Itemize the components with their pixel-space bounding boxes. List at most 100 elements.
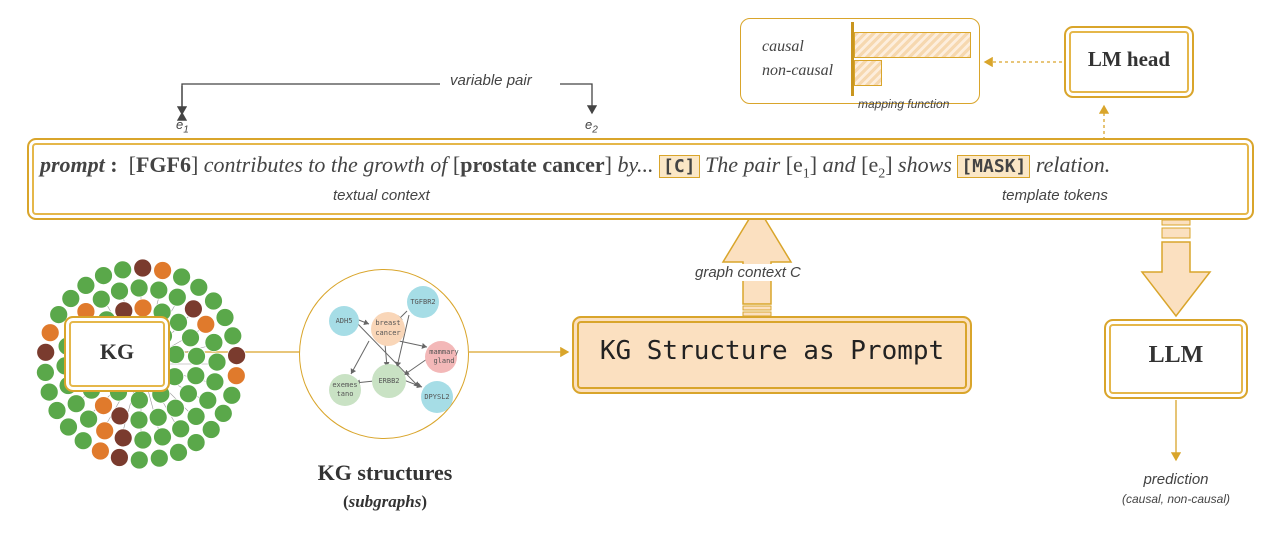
kg-node [186,366,206,386]
kg-node [178,384,198,404]
kg-node [169,442,188,462]
kg-node [205,372,225,392]
node-label-exemes: exemes [332,381,357,389]
non-causal-bar [854,60,882,86]
prediction-label: prediction [1143,471,1209,488]
kg-structure-prompt-box [572,316,972,394]
graph-context-label: graph context C [693,264,803,281]
kg-node [171,419,191,439]
kg-node [59,417,78,437]
kg-node [73,431,93,451]
kg-node [66,394,86,414]
node-exemestane [329,374,361,406]
node-dpysl2 [421,381,453,413]
node-mammary-gland [425,341,457,373]
lm-head-box [1064,26,1194,98]
kg-node [183,299,203,319]
node-tgfbr2 [407,286,439,318]
kg-node [35,363,55,382]
lm-head-label: LM head [1087,47,1171,71]
kg-node [198,390,218,410]
kg-node [167,287,187,307]
kg-structures-title: KG structures [317,460,453,485]
graph-context-arrow [721,204,793,317]
mapping-axis [851,22,854,96]
prediction-sublabel: (causal, non-causal) [1121,492,1231,506]
e2-label: e2 [585,117,598,136]
kg-node [186,406,206,426]
kg-node [223,326,243,346]
kg-node [187,346,206,366]
kg-node [169,313,188,332]
kg-node [94,396,113,416]
kg-node [201,420,221,439]
kg-node [129,450,149,470]
prompt-label: prompt [40,152,105,177]
kg-node [204,333,224,352]
entity-2: prostate cancer [460,152,605,177]
kg-node [153,427,172,447]
non-causal-label: non-causal [762,62,834,79]
kg-node [91,289,111,309]
causal-bar [854,32,971,58]
kg-node [36,342,56,362]
kg-node [40,323,60,343]
kg-node [153,261,173,280]
node-label-gland: gland [433,357,454,365]
kg-node [113,260,133,280]
kg-label: KG [99,339,135,364]
prompt-box [27,138,1254,220]
kg-node [95,421,115,441]
kg-node [226,366,246,386]
kg-node [149,448,169,468]
kg-node [61,289,81,308]
kg-node [133,258,153,278]
mask-token: [MASK] [957,155,1031,178]
textual-context-label: textual context [333,187,430,204]
kg-node [110,281,129,301]
node-erbb2 [372,364,406,398]
kg-node [113,428,133,448]
kg-node [49,305,69,324]
kg-node [133,298,153,318]
subgraph-graph: ADH5 TGFBR2 breast cancer mammary gland … [329,286,459,413]
prompt-sentence: prompt : [FGF6] contributes to the growt… [40,152,1111,182]
kg-node [204,291,223,311]
kg-node [130,390,149,410]
kg-node [129,278,149,298]
kg-structure-prompt-label: KG Structure as Prompt [599,336,945,366]
kg-node [133,430,153,450]
kg-node [76,275,96,295]
kg-node [189,277,209,297]
node-adh5 [329,306,359,336]
kg-node [186,433,206,453]
kg-node [94,266,113,286]
node-label-cancer: cancer [375,329,400,337]
node-label-erbb2: ERBB2 [378,377,399,385]
kg-box [64,316,170,392]
kg-node [215,308,235,327]
kg-node [148,407,168,427]
kg-node [149,280,169,300]
variable-pair-label: variable pair [450,72,532,89]
mapping-function-label: mapping function [858,97,950,111]
llm-label: LLM [1148,342,1204,368]
subgraph-circle [299,269,469,439]
c-token: [C] [659,155,700,178]
kg-node [79,409,98,429]
variable-pair-bracket [176,83,440,121]
entity-1: FGF6 [135,152,191,177]
kg-node [91,441,110,461]
template-tokens-label: template tokens [1002,187,1108,204]
kg-node [181,328,200,348]
kg-node [207,352,227,372]
kg-node [172,267,192,287]
node-label-mammary: mammary [429,348,459,356]
kg-node [227,346,247,365]
kg-node [129,410,149,430]
kg-structures-subtitle: (subgraphs) [342,492,428,511]
kg-node [110,448,129,467]
node-label-tano: tano [337,390,354,398]
causal-label: causal [762,38,804,55]
